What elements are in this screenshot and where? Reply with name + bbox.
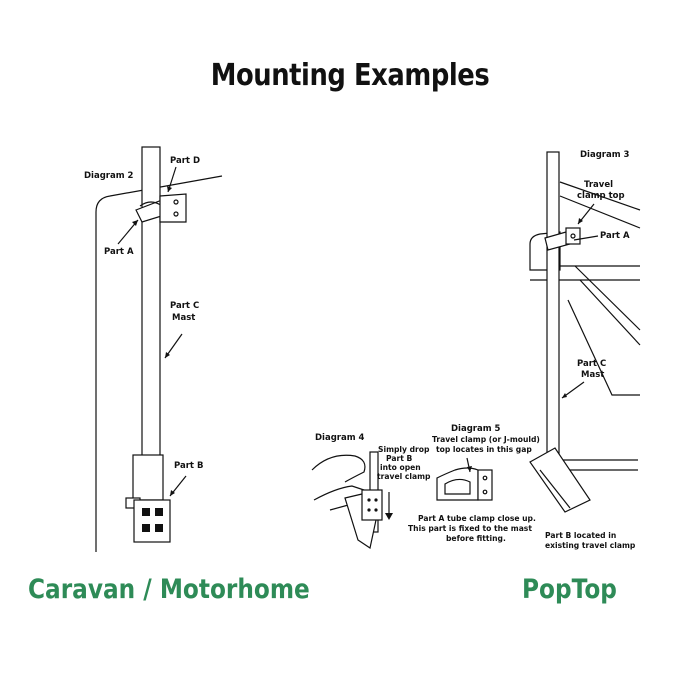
diagram-4: Diagram 4 Simply drop Part B into open t…: [311, 433, 431, 549]
diagram-3-heading: Diagram 3: [580, 150, 630, 160]
caravan-wall: [95, 175, 223, 552]
label-part-b-2: existing travel clamp: [545, 541, 636, 550]
label-part-a: Part A: [600, 231, 630, 241]
diagram-4-heading: Diagram 4: [315, 433, 365, 443]
diagram-5-note-1: Travel clamp (or J-mould): [432, 435, 540, 444]
diagram-5-caption-3: before fitting.: [446, 534, 506, 543]
caption-caravan-motorhome: Caravan / Motorhome: [28, 574, 310, 605]
label-mast: Mast: [172, 313, 195, 323]
base-plate: [133, 499, 171, 543]
diagram-4-note-2: Part B: [386, 454, 413, 463]
mast-part-c: [141, 146, 161, 461]
diagram-3: Diagram 3 Travel clamp top Part A Part C…: [529, 150, 641, 550]
page-title: Mounting Examples: [210, 58, 490, 93]
diagram-5-caption-1: Part A tube clamp close up.: [418, 514, 536, 523]
label-part-c: Part C: [170, 301, 199, 311]
poptop-roof: [530, 181, 641, 281]
label-travel: Travel: [584, 180, 613, 190]
diagram-5: Diagram 5 Travel clamp (or J-mould) top …: [408, 424, 540, 543]
label-mast: Mast: [581, 370, 604, 380]
diagram-5-caption-2: This part is fixed to the mast: [408, 524, 532, 533]
label-part-d: Part D: [170, 156, 200, 166]
bracket-part-d: [159, 193, 187, 223]
diagram-5-heading: Diagram 5: [451, 424, 501, 434]
label-part-b-1: Part B located in: [545, 531, 616, 540]
travel-clamp-top: [565, 227, 581, 245]
part-b-angled: [529, 447, 591, 513]
caption-poptop: PopTop: [522, 574, 617, 605]
mast-part-c: [546, 151, 560, 473]
label-part-c: Part C: [577, 359, 606, 369]
diagram-4-note-4: travel clamp: [377, 472, 431, 481]
diagram-5-note-2: top locates in this gap: [436, 445, 532, 454]
diagram-2-heading: Diagram 2: [84, 171, 134, 181]
label-part-a: Part A: [104, 247, 134, 257]
label-clamp-top: clamp top: [577, 191, 625, 201]
diagram-4-note-3: into open: [380, 463, 421, 472]
diagram-4-note-1: Simply drop: [378, 445, 430, 454]
label-part-b: Part B: [174, 461, 203, 471]
tube-clamp-close-up: [436, 467, 479, 501]
sleeve-part-b: [132, 454, 164, 501]
diagram-2: Diagram 2 Part D Part A Part C Mast Part…: [84, 146, 223, 552]
